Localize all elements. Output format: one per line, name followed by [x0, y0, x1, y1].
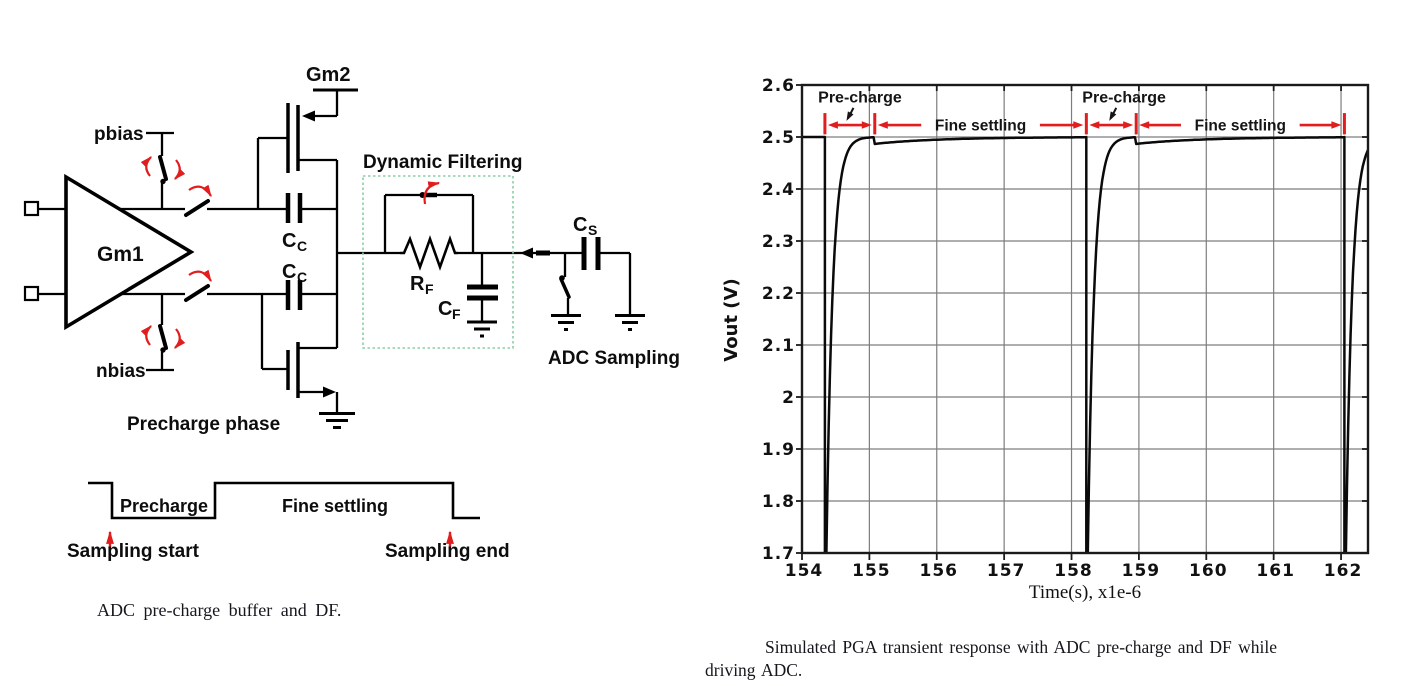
pmos-arrow [302, 110, 315, 122]
nbias-switch [140, 324, 186, 353]
cs-sub: S [588, 222, 597, 238]
gm2-label: Gm2 [306, 64, 350, 86]
arrowhead-icon [1089, 121, 1100, 129]
x-tick-label: 161 [1256, 561, 1295, 581]
y-axis-label: Vout (V) [721, 278, 742, 361]
rf-sub: F [425, 281, 434, 297]
x-tick-label: 154 [785, 561, 824, 581]
circuit-schematic: Gm1 Gm2 C C C C [23, 64, 680, 562]
arrowhead-icon [1123, 121, 1134, 129]
y-tick-label: 2.3 [762, 232, 795, 252]
x-tick-label: 160 [1189, 561, 1228, 581]
sampling-switch [559, 275, 571, 299]
pre-charge-annotation: Pre-charge [1082, 90, 1166, 107]
y-tick-label: 2.1 [762, 336, 795, 356]
rotate-arrow-icon [188, 269, 212, 283]
rotate-arrow-icon [140, 156, 152, 177]
x-tick-label: 155 [852, 561, 891, 581]
input-terminals [23, 200, 40, 302]
wire-direction-arrow [520, 247, 550, 259]
rotate-arrow-icon [188, 184, 212, 198]
cf-capacitor [467, 284, 498, 301]
y-tick-label: 1.7 [762, 544, 795, 564]
dynamic-filtering-label: Dynamic Filtering [363, 152, 522, 173]
arrowhead-icon [827, 121, 838, 129]
left-figure-caption: ADC pre-charge buffer and DF. [97, 600, 342, 620]
gm2-pmos-transistor [286, 103, 315, 173]
rf-label: R [410, 273, 425, 295]
arrowhead-icon [1073, 121, 1084, 129]
timing-fine-settling-label: Fine settling [282, 496, 388, 516]
cc-top-label: C [282, 230, 296, 252]
arrowhead-icon [1109, 111, 1117, 121]
pbias-switch [140, 155, 186, 185]
fine-settling-annotation: Fine settling [1195, 118, 1286, 135]
cc-top-sub: C [297, 238, 307, 254]
nmos-arrow [323, 386, 336, 398]
rotate-arrow-icon [174, 159, 186, 180]
cs-label: C [573, 214, 587, 236]
df-bypass-switch [419, 181, 441, 205]
y-tick-label: 1.9 [762, 440, 795, 460]
y-tick-label: 2.2 [762, 284, 795, 304]
dynamic-filtering-box [362, 175, 514, 349]
cf-sub: F [452, 306, 461, 322]
pbias-label: pbias [94, 124, 144, 145]
cs-capacitor [581, 237, 601, 270]
gm1-amplifier: Gm1 [64, 173, 195, 331]
fine-settling-annotation: Fine settling [935, 118, 1026, 135]
right-figure-caption: Simulated PGA transient response with AD… [705, 636, 1407, 682]
input-terminal-top [23, 200, 40, 217]
sampling-switch-ground [551, 314, 581, 331]
x-tick-label: 158 [1054, 561, 1093, 581]
cc-bottom-sub: C [297, 269, 307, 285]
y-tick-label: 2 [782, 388, 795, 408]
rf-resistor [400, 235, 458, 271]
arrowhead-icon [877, 121, 888, 129]
arrowhead-icon [861, 121, 872, 129]
precharge-nmos-transistor [286, 342, 336, 398]
sampling-start-label: Sampling start [67, 541, 200, 562]
adc-sampling-label: ADC Sampling [548, 348, 680, 369]
gm1-label: Gm1 [97, 243, 144, 266]
arrowhead-icon [1331, 121, 1342, 129]
transient-response-plot: Fine settling Fine settling Pre-charge Pre-… [721, 76, 1370, 603]
nbias-label: nbias [96, 361, 146, 382]
precharge-phase-label: Precharge phase [127, 414, 280, 435]
cc-bottom-label: C [282, 261, 296, 283]
right-caption-line1: Simulated PGA transient response with AD… [765, 637, 1277, 657]
arrowhead-icon [1139, 121, 1150, 129]
x-tick-label: 156 [920, 561, 959, 581]
arrowhead-icon [846, 111, 854, 121]
nmos-ground [319, 412, 355, 429]
rotate-arrow-icon [174, 328, 186, 349]
output-switch-bottom [184, 269, 212, 302]
sampling-end-label: Sampling end [385, 541, 510, 562]
cs-ground [615, 314, 645, 331]
right-caption-line2: driving ADC. [705, 660, 803, 680]
x-tick-label: 159 [1122, 561, 1161, 581]
x-axis-label: Time(s), x1e-6 [1029, 582, 1141, 603]
timing-precharge-label: Precharge [120, 496, 208, 516]
y-tick-label: 2.6 [762, 76, 795, 96]
pre-charge-annotation: Pre-charge [818, 90, 902, 107]
plot-frame [800, 83, 1370, 555]
x-tick-label: 157 [987, 561, 1026, 581]
cf-ground [467, 320, 497, 338]
timing-diagram: Precharge Fine settling Sampling start S… [67, 481, 510, 562]
output-switch-top [184, 184, 212, 217]
input-terminal-bottom [23, 285, 40, 302]
cc-capacitor-bottom [285, 280, 303, 310]
vout-curve [802, 135, 1368, 553]
cf-label: C [438, 298, 452, 320]
rotate-arrow-icon [423, 181, 441, 205]
y-tick-label: 2.5 [762, 128, 795, 148]
wires [38, 88, 632, 412]
x-tick-label: 162 [1324, 561, 1363, 581]
rotate-arrow-icon [140, 325, 152, 346]
y-tick-label: 1.8 [762, 492, 795, 512]
y-tick-label: 2.4 [762, 180, 795, 200]
cc-capacitor-top [285, 193, 303, 223]
